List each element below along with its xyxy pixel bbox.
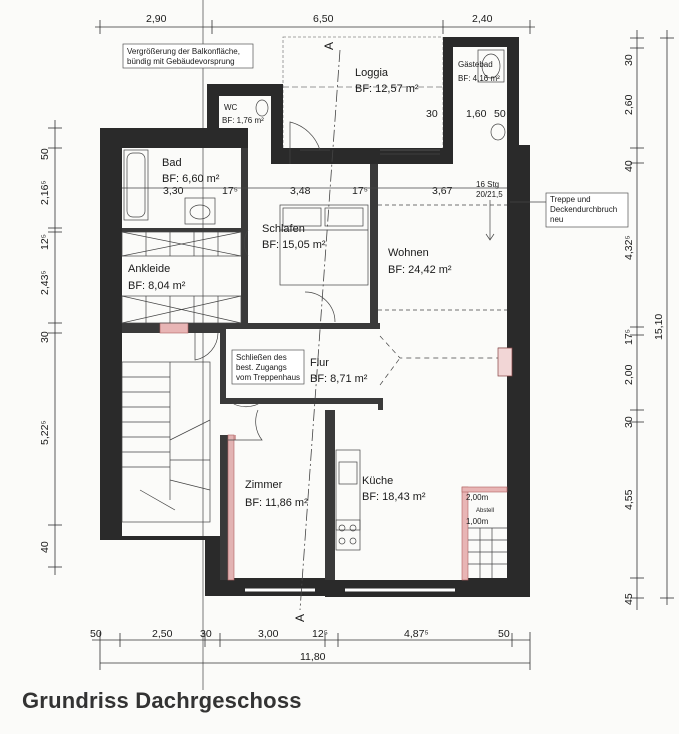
room-area-loggia: BF: 12,57 m² [355, 83, 419, 95]
int-dim-5: 3,67 [432, 185, 453, 197]
room-name-flur: Flur [310, 357, 329, 369]
bottom-dim-3: 30 [200, 628, 212, 640]
room-name-gaestebad: Gästebad [458, 60, 493, 69]
right-dim-1: 30 [623, 54, 635, 66]
int-dim-4: 17⁵ [352, 185, 368, 197]
balkon-note-box [122, 43, 254, 69]
room-area-schlafen: BF: 15,05 m² [262, 239, 326, 251]
schliessen-line2: best. Zugangs [236, 363, 287, 372]
section-mark-top: A [322, 42, 336, 50]
right-total: 15,10 [653, 314, 665, 340]
bottom-dim-5: 12⁵ [312, 628, 328, 640]
left-dim-7: 40 [39, 541, 51, 553]
room-area-gaestebad: BF: 4,16 m² [458, 74, 500, 83]
room-area-wc: BF: 1,76 m² [222, 116, 264, 125]
right-dim-5: 17⁵ [623, 329, 635, 345]
left-dim-4: 2,43⁵ [39, 270, 51, 295]
section-mark-bottom: A [293, 614, 307, 622]
abstell-width: 2,00m [466, 493, 489, 502]
fixtures [121, 49, 507, 592]
schliessen-line1: Schließen des [236, 353, 287, 362]
int-dim-2: 17⁵ [222, 185, 238, 197]
electrical-lines [379, 335, 513, 386]
loggia-dim-1: 30 [426, 108, 438, 120]
stairs-count: 16 Stg [476, 180, 499, 189]
room-name-bad: Bad [162, 157, 182, 169]
right-dim-7: 30 [623, 416, 635, 428]
room-name-ankleide: Ankleide [128, 263, 170, 275]
balkon-note-line2: bündig mit Gebäudevorsprung [127, 57, 235, 66]
bottom-dim-2: 2,50 [152, 628, 173, 640]
right-dim-4: 4,32⁵ [623, 235, 635, 260]
right-dim-2: 2,60 [623, 94, 635, 115]
abstell-depth: 1,00m [466, 517, 489, 526]
top-dim-3: 2,40 [472, 13, 493, 25]
left-dim-3: 12⁵ [39, 234, 51, 250]
bottom-dim-4: 3,00 [258, 628, 279, 640]
balkon-note-line1: Vergrößerung der Balkonfläche, [127, 47, 240, 56]
treppe-note-line3: neu [550, 215, 563, 224]
room-name-kueche: Küche [362, 475, 393, 487]
right-dim-9: 45 [623, 593, 635, 605]
room-name-zimmer: Zimmer [245, 479, 283, 491]
bottom-dim-6: 4,87⁵ [404, 628, 429, 640]
int-dim-3: 3,48 [290, 185, 311, 197]
room-name-wc: WC [224, 103, 238, 112]
room-area-zimmer: BF: 11,86 m² [245, 497, 308, 509]
loggia-dim-2: 1,60 [466, 108, 487, 120]
top-dim-1: 2,90 [146, 13, 167, 25]
left-dim-2: 2,16⁵ [39, 180, 51, 205]
loggia-dim-3: 50 [494, 108, 506, 120]
top-dim-2: 6,50 [313, 13, 334, 25]
dimension-lines [48, 0, 674, 690]
left-dim-6: 5,22⁵ [39, 420, 51, 445]
exterior-walls [100, 37, 530, 597]
left-dim-5: 30 [39, 331, 51, 343]
schliessen-line3: vom Treppenhaus [236, 373, 300, 382]
stairs-size: 20/21,5 [476, 190, 503, 199]
schliessen-note-box [231, 349, 305, 385]
room-name-schlafen: Schlafen [262, 223, 305, 235]
int-dim-1: 3,30 [163, 185, 184, 197]
right-dim-8: 4,55 [623, 489, 635, 510]
treppe-note-box [545, 192, 629, 228]
right-dim-6: 2,00 [623, 364, 635, 385]
room-name-loggia: Loggia [355, 67, 389, 79]
room-name-wohnen: Wohnen [388, 247, 429, 259]
room-area-bad: BF: 6,60 m² [162, 173, 220, 185]
room-area-ankleide: BF: 8,04 m² [128, 280, 186, 292]
treppe-note-line1: Treppe und [550, 195, 591, 204]
right-dim-3: 40 [623, 160, 635, 172]
abstell-label: Abstell [476, 508, 494, 514]
bottom-dim-1: 50 [90, 628, 102, 640]
left-dim-1: 50 [39, 148, 51, 160]
plan-title: Grundriss Dachrgeschoss [22, 688, 302, 713]
room-area-kueche: BF: 18,43 m² [362, 491, 426, 503]
room-area-wohnen: BF: 24,42 m² [388, 264, 452, 276]
treppe-note-line2: Deckendurchbruch [550, 205, 617, 214]
room-area-flur: BF: 8,71 m² [310, 373, 368, 385]
bottom-dim-7: 50 [498, 628, 510, 640]
bottom-total: 11,80 [300, 651, 326, 663]
section-line [299, 49, 341, 611]
